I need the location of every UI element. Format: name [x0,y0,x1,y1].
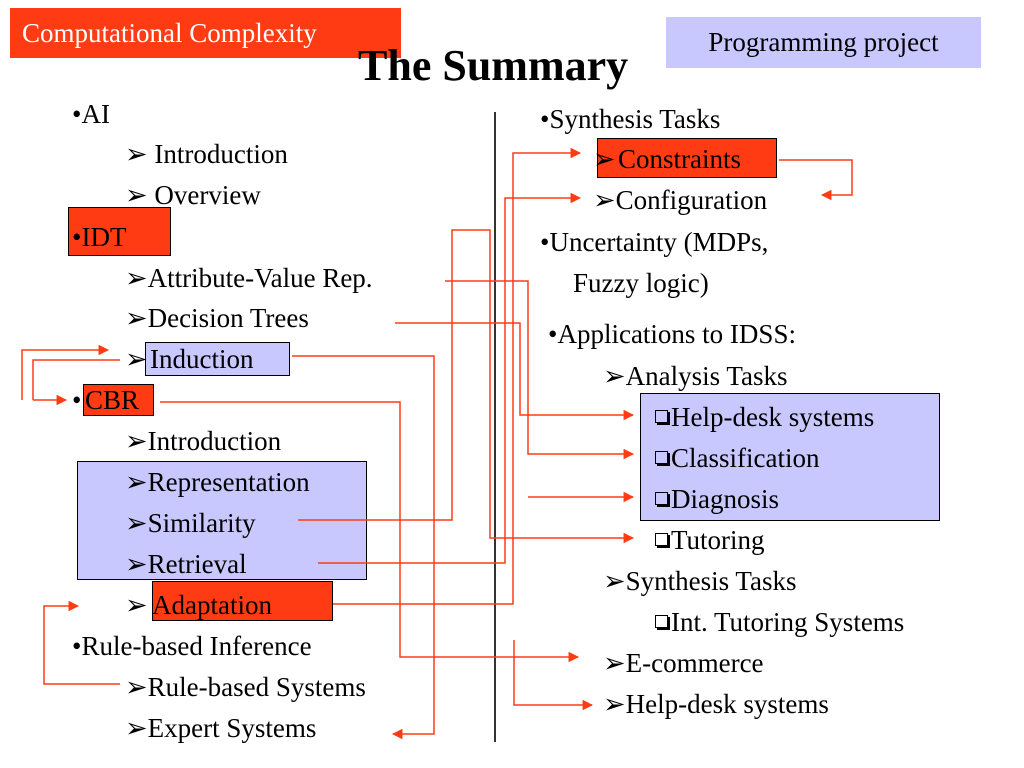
tutoring-label: Tutoring [671,525,765,555]
cbr-loop-arrow [32,359,120,400]
applications-heading: •Applications to IDSS: [548,319,796,349]
adaptation-to-constraints-arrow [333,147,582,605]
checkbox-icon [655,615,668,628]
rbi-heading: •Rule-based Inference [72,631,312,661]
constraints-highlight [597,138,777,178]
idt-heading: •IDT [72,222,127,252]
ecommerce: ➢E-commerce [603,648,764,678]
helpdesk-item: Help-desk systems [655,400,874,434]
helpdesk-systems-2: ➢Help-desk systems [603,689,829,719]
checkbox-icon [655,533,668,546]
cbr-retrieval: ➢Retrieval [125,549,247,579]
cbr-heading: CBR [85,385,140,415]
diagnosis-item: Diagnosis [655,482,779,516]
ai-introduction: ➢ Introduction [125,139,288,169]
to-helpdesk2-arrow [513,640,594,711]
cbr-introduction: ➢Introduction [125,426,282,456]
idt-induction: Induction [150,344,254,374]
checkbox-icon [655,492,668,505]
its-label: Int. Tutoring Systems [671,607,905,637]
idt-decision-trees: ➢Decision Trees [125,303,309,333]
checkbox-icon [655,410,668,423]
induction-loop-arrow [21,344,110,400]
constraints-bullet: ➢ [593,144,616,174]
rbi-rule-based-systems: ➢Rule-based Systems [125,672,366,702]
ai-heading: •AI [72,99,110,129]
cbr-adaptation-bullet: ➢ [125,590,148,620]
cbr-adaptation: Adaptation [152,590,272,620]
synthesis-heading: •Synthesis Tasks [540,104,721,134]
trees-to-helpdesk-arrow [395,322,635,421]
idt-highlight [68,207,171,256]
analysis-tasks-box [640,393,940,521]
rulebased-loop-arrow [43,600,120,685]
classification-label: Classification [671,443,820,473]
synthesis-tasks-2: ➢Synthesis Tasks [603,566,797,596]
constraints: Constraints [618,144,742,174]
classification-item: Classification [655,441,819,475]
diagnosis-label: Diagnosis [671,484,779,514]
adaptation-highlight [152,581,333,621]
uncertainty-line-2: Fuzzy logic) [573,268,709,298]
uncertainty-line-1: •Uncertainty (MDPs, [540,227,769,257]
cbr-to-ecommerce-arrow [160,401,580,663]
idt-induction-bullet: ➢ [125,344,148,374]
helpdesk-label: Help-desk systems [671,402,875,432]
analysis-tasks: ➢Analysis Tasks [603,361,788,391]
constraints-to-configuration-arrow [779,159,853,201]
column-divider [494,112,496,742]
induction-highlight [145,342,290,376]
retrieval-to-configuration-arrow [318,192,582,564]
checkbox-icon [655,451,668,464]
idt-attribute-value: ➢Attribute-Value Rep. [125,263,373,293]
cbr-representation: ➢Representation [125,467,310,497]
cbr-similarity: ➢Similarity [125,508,256,538]
attr-to-classification-arrow [445,280,635,460]
project-tag: Programming project [666,17,981,68]
configuration: ➢Configuration [593,185,768,215]
page-title: The Summary [358,41,629,90]
induction-to-expert-arrow [292,355,435,740]
cbr-highlight [83,384,154,416]
tutoring-item: Tutoring [655,523,765,557]
rbi-expert-systems: ➢Expert Systems [125,713,317,743]
its-item: Int. Tutoring Systems [655,605,904,639]
ai-overview: ➢ Overview [125,180,261,210]
course-tag: Computational Complexity [10,8,401,58]
similarity-to-tutoring-arrow [298,229,635,544]
